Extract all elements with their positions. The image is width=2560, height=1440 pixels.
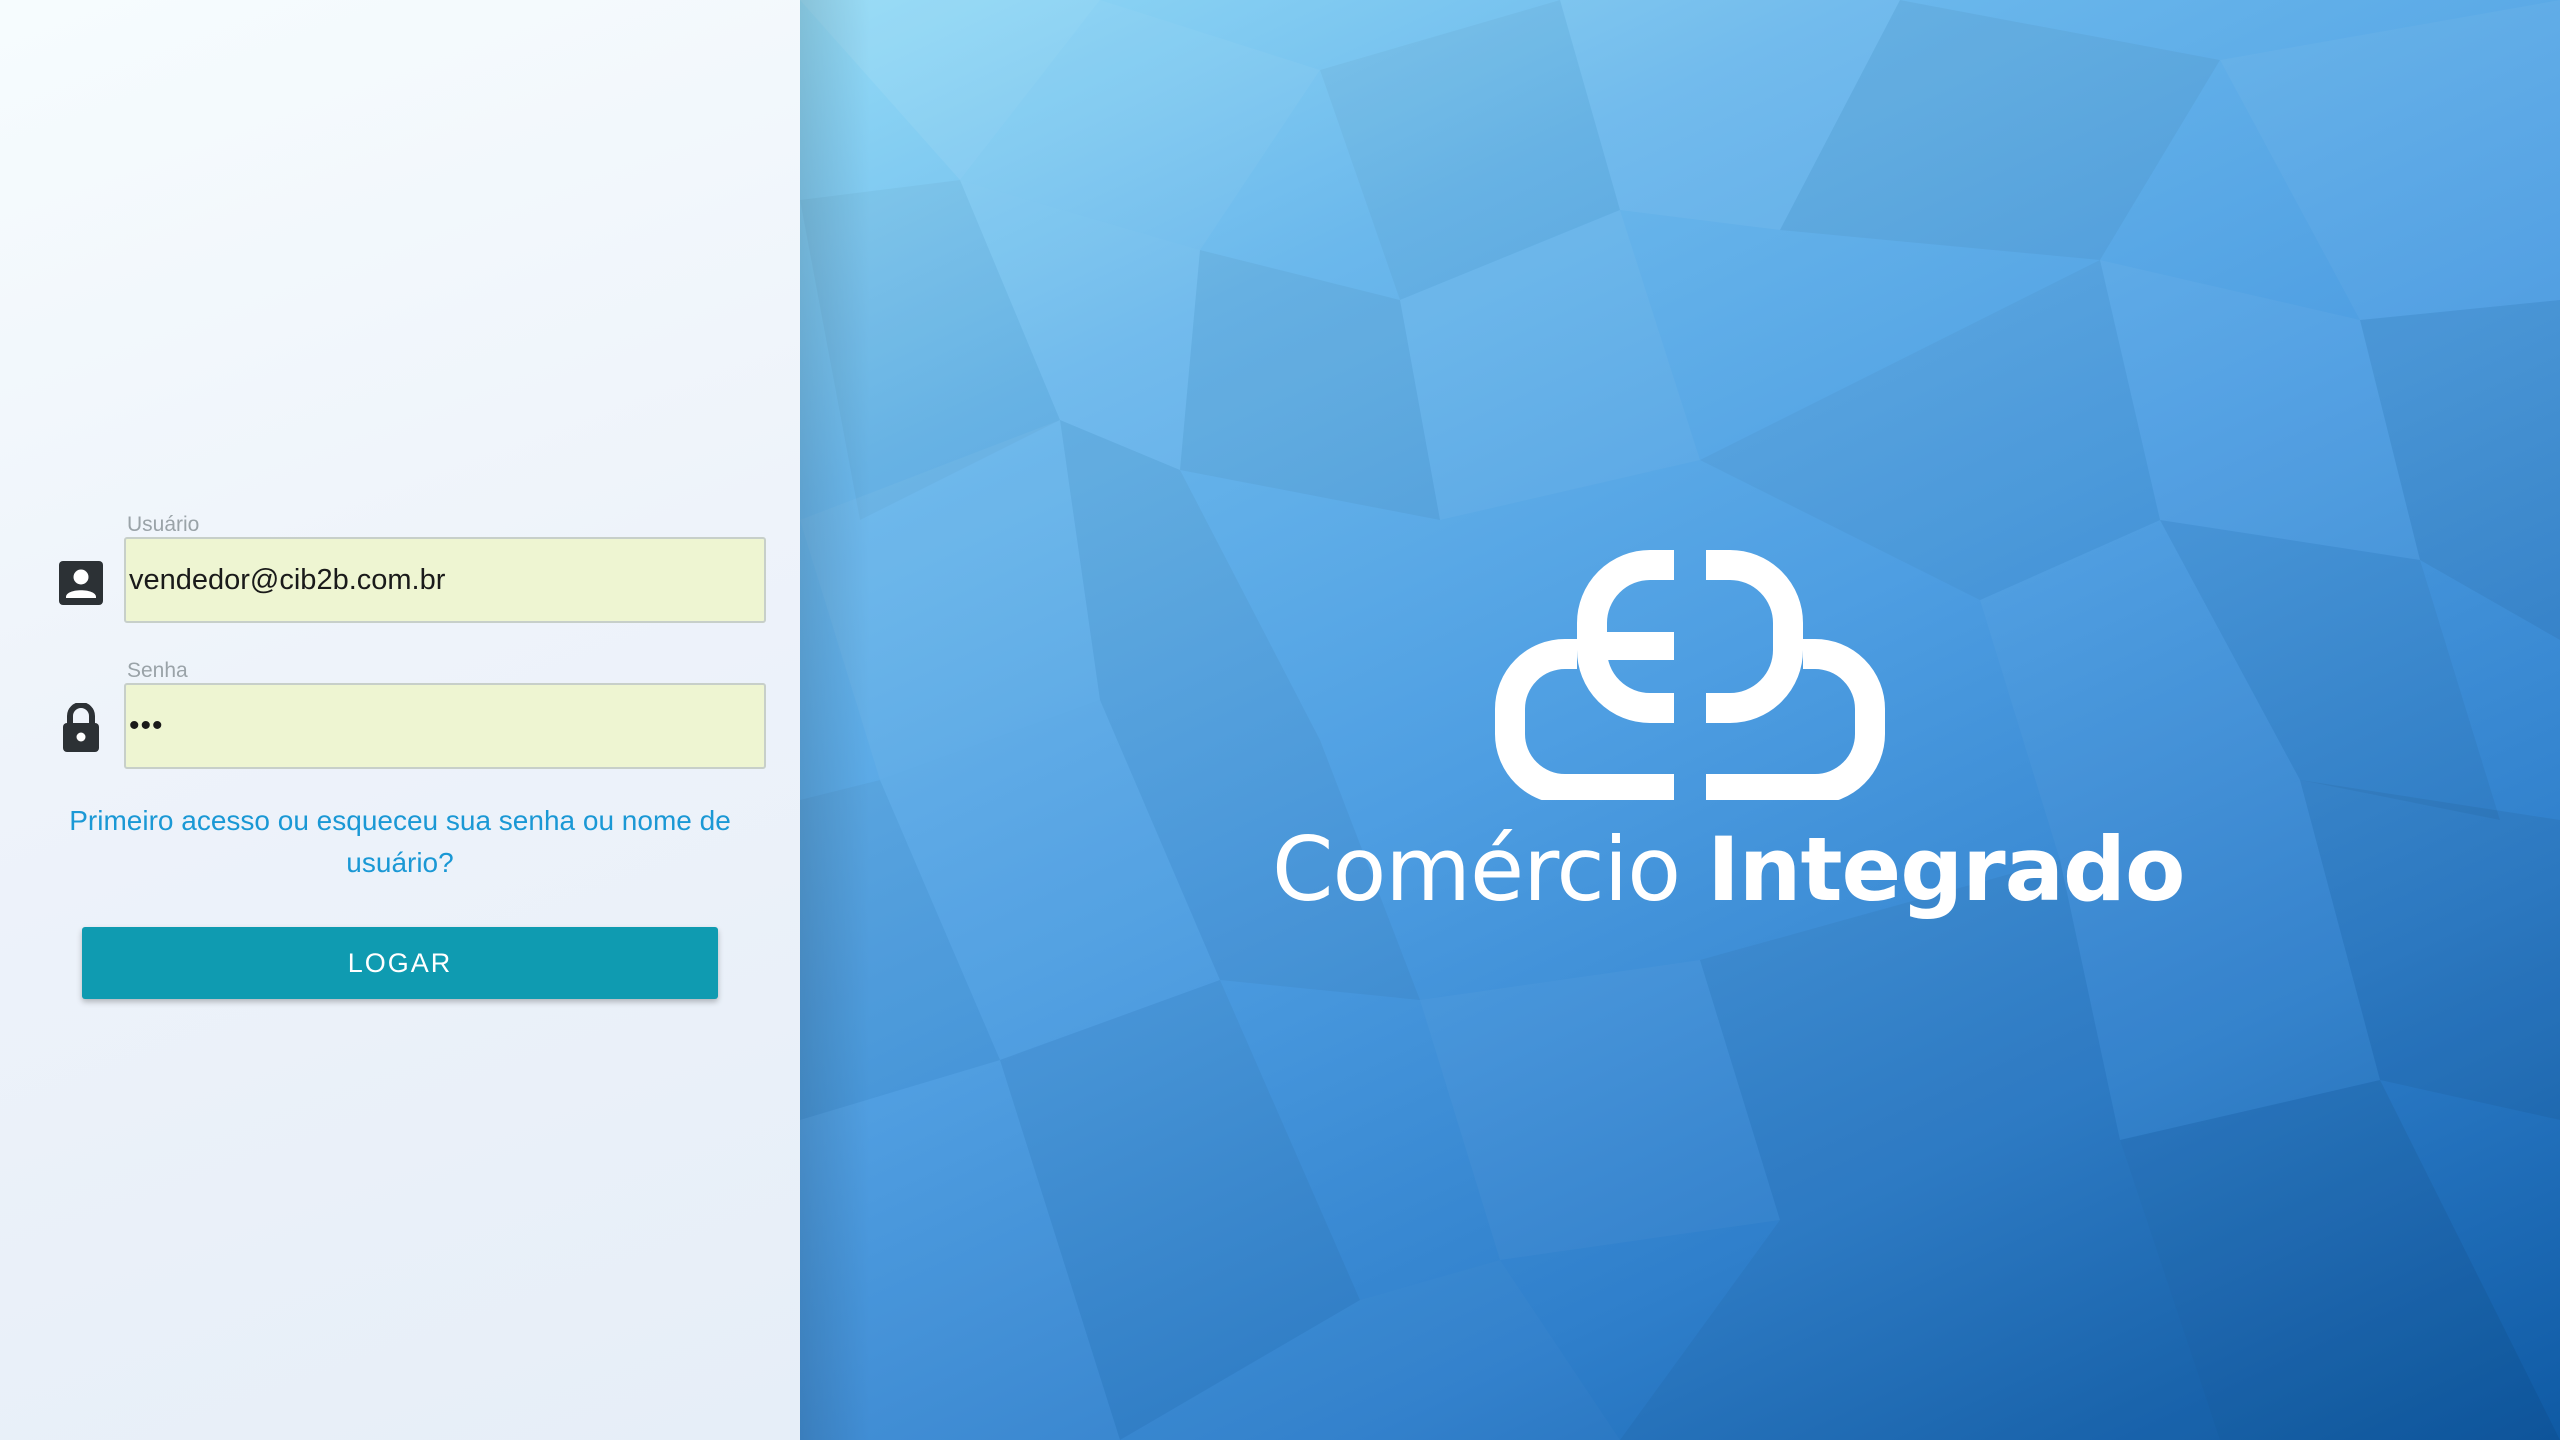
- brand-name-bold: Integrado: [1707, 818, 2184, 921]
- username-input[interactable]: [124, 537, 766, 623]
- cib2b-cloud-logo-icon: [1495, 550, 1885, 800]
- account-box-icon: [58, 560, 104, 606]
- forgot-password-link[interactable]: Primeiro acesso ou esqueceu sua senha ou…: [50, 800, 750, 884]
- password-label: Senha: [127, 659, 188, 683]
- lock-icon: [58, 703, 104, 749]
- brand-name: Comércio Integrado: [1272, 818, 2184, 921]
- login-button[interactable]: LOGAR: [82, 927, 718, 999]
- login-panel: Usuário Senha Primeiro acesso ou esquece…: [0, 0, 800, 1440]
- brand-name-light: Comércio: [1272, 818, 1680, 921]
- username-label: Usuário: [127, 513, 199, 537]
- password-input[interactable]: [124, 683, 766, 769]
